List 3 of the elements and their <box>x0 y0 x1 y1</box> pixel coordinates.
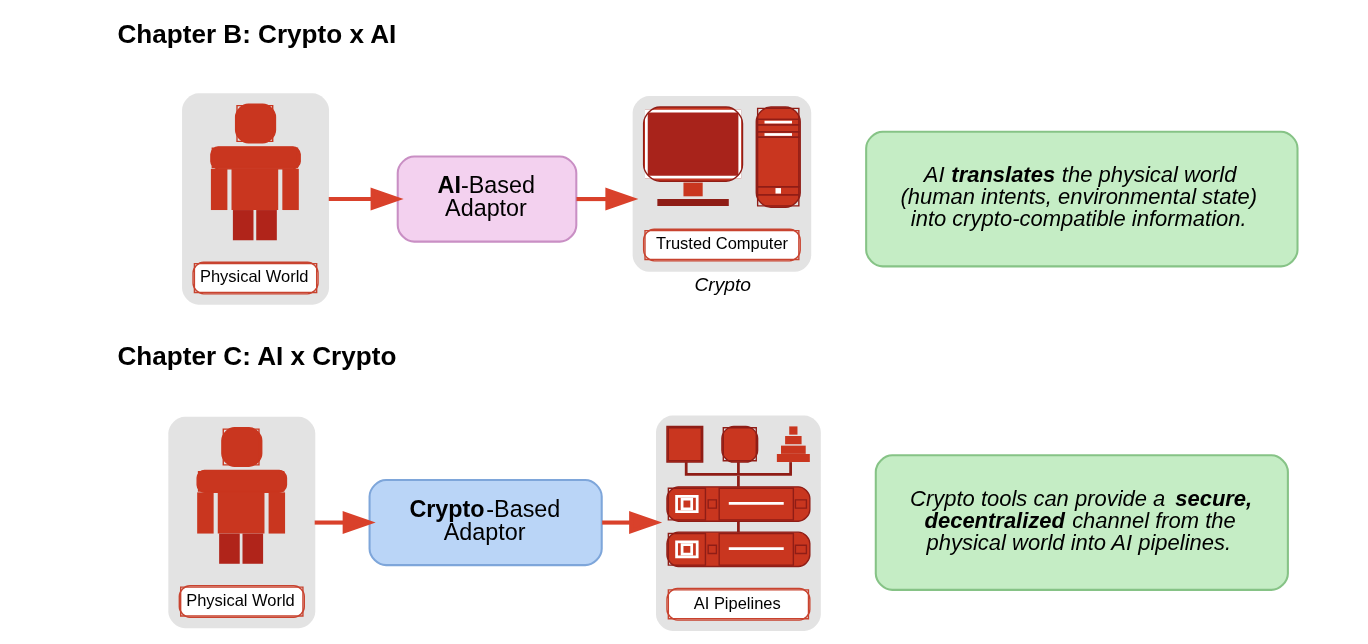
label: Chapter B: Crypto x AI <box>116 19 396 50</box>
node-label: Crypto <box>693 274 751 296</box>
label: Chapter C: AI x Crypto <box>116 340 396 371</box>
